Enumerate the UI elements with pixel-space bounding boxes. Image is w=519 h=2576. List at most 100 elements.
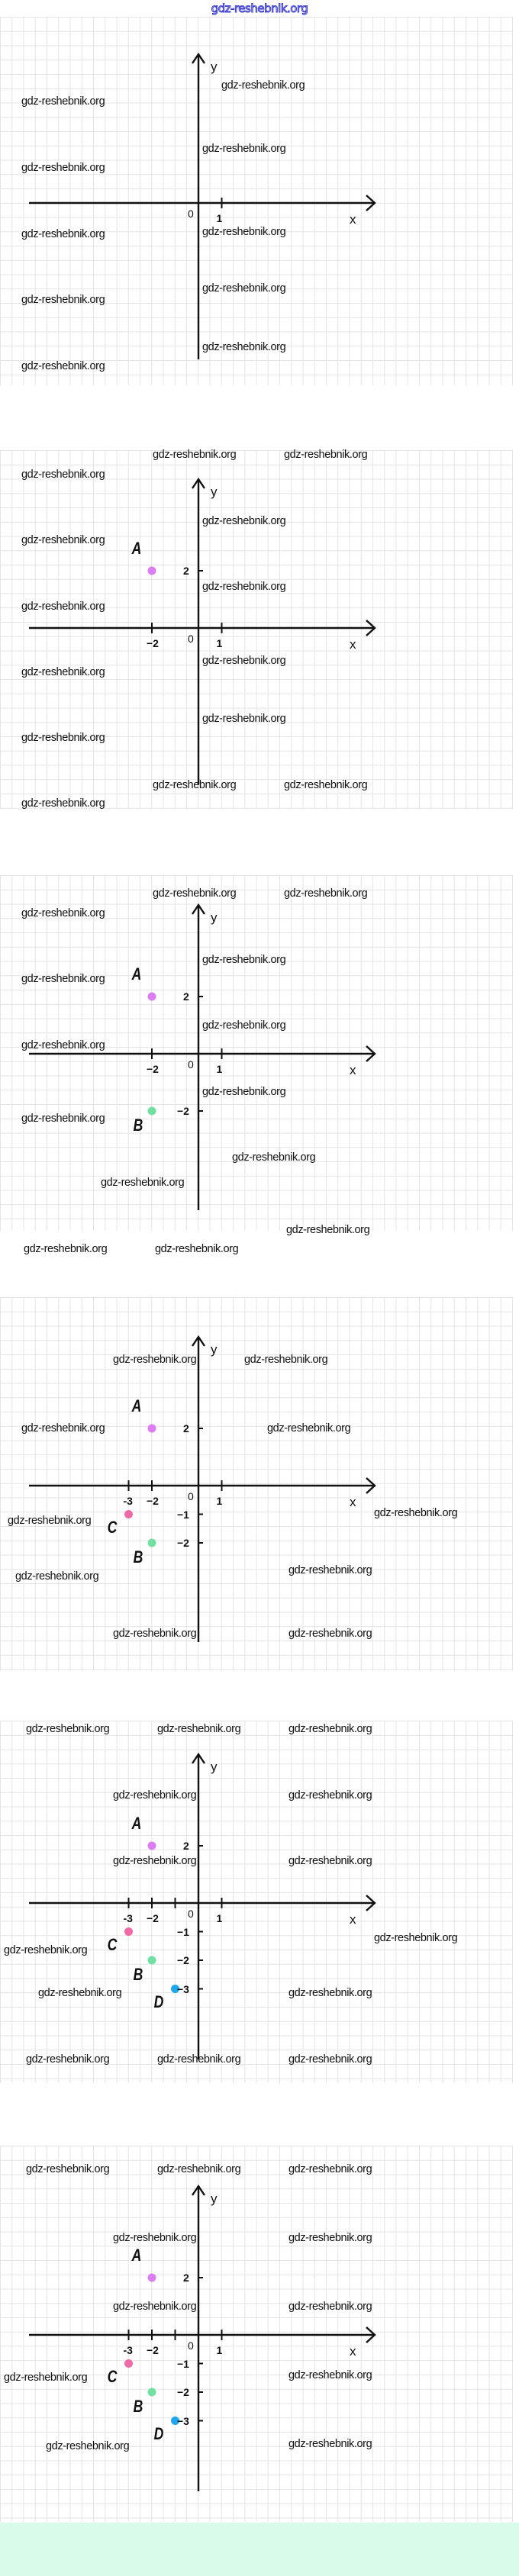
y-axis-label: y xyxy=(211,1760,218,1774)
x-tick-label: 1 xyxy=(216,1063,223,1075)
watermark: gdz-reshebnik.org xyxy=(155,1243,239,1255)
point-label-c: C xyxy=(107,1934,117,1954)
watermark: gdz-reshebnik.org xyxy=(289,2369,372,2381)
x-axis-label: x xyxy=(350,1063,356,1077)
watermark: gdz-reshebnik.org xyxy=(4,1944,88,1956)
watermark: gdz-reshebnik.org xyxy=(101,1177,185,1189)
watermark: gdz-reshebnik.org xyxy=(153,779,237,791)
y-tick-label: −2 xyxy=(177,1105,189,1117)
y-axis-arrow-icon xyxy=(192,2184,205,2196)
point-a xyxy=(147,566,156,575)
point-label-a: A xyxy=(131,2246,142,2265)
grid-panel-4 xyxy=(0,1297,513,1671)
x-tick-label: 1 xyxy=(216,637,223,649)
y-tick-label: 2 xyxy=(183,1422,189,1435)
watermark: gdz-reshebnik.org xyxy=(21,1039,105,1051)
watermark: gdz-reshebnik.org xyxy=(21,469,105,481)
point-label-d: D xyxy=(153,1992,163,2011)
watermark: gdz-reshebnik.org xyxy=(202,143,286,155)
x-axis-arrow-icon xyxy=(366,2326,376,2343)
y-axis-arrow-icon xyxy=(192,903,205,915)
x-tick-label: -3 xyxy=(123,1912,133,1924)
point-c xyxy=(124,2359,133,2368)
watermark: gdz-reshebnik.org xyxy=(289,2053,372,2066)
point-label-b: B xyxy=(133,2397,143,2416)
grid-panel-6 xyxy=(0,2146,513,2522)
watermark: gdz-reshebnik.org xyxy=(8,1515,92,1527)
point-label-a: A xyxy=(131,1814,142,1833)
watermark: gdz-reshebnik.org xyxy=(113,2301,197,2313)
watermark: gdz-reshebnik.org xyxy=(46,2440,130,2452)
watermark: gdz-reshebnik.org xyxy=(202,581,286,593)
watermark: gdz-reshebnik.org xyxy=(374,1507,458,1519)
y-axis-label: y xyxy=(211,60,218,74)
watermark: gdz-reshebnik.org xyxy=(289,1564,372,1576)
y-tick-label: 2 xyxy=(183,565,189,577)
x-axis-arrow-icon xyxy=(366,1045,376,1062)
x-axis-label: x xyxy=(350,637,356,652)
site-title[interactable]: gdz-reshebnik.org xyxy=(211,2,308,16)
x-axis-label: x xyxy=(350,1495,356,1509)
watermark: gdz-reshebnik.org xyxy=(21,360,105,372)
watermark: gdz-reshebnik.org xyxy=(202,1086,286,1098)
point-label-b: B xyxy=(133,1116,143,1135)
y-tick-label: −1 xyxy=(177,1925,189,1938)
watermark: gdz-reshebnik.org xyxy=(113,1789,197,1802)
watermark: gdz-reshebnik.org xyxy=(113,1855,197,1867)
origin-label: 0 xyxy=(188,633,194,645)
point-c xyxy=(124,1510,133,1518)
watermark: gdz-reshebnik.org xyxy=(26,1723,110,1735)
watermark: gdz-reshebnik.org xyxy=(286,1224,370,1236)
watermark: gdz-reshebnik.org xyxy=(289,2438,372,2450)
grid-panel-5 xyxy=(0,1721,513,2083)
x-axis-label: x xyxy=(350,1912,356,1927)
watermark: gdz-reshebnik.org xyxy=(267,1422,351,1435)
watermark: gdz-reshebnik.org xyxy=(21,294,105,306)
point-label-b: B xyxy=(133,1965,143,1984)
watermark: gdz-reshebnik.org xyxy=(113,2232,197,2244)
watermark: gdz-reshebnik.org xyxy=(157,2053,241,2066)
point-label-c: C xyxy=(107,1517,117,1537)
x-tick-label: 1 xyxy=(216,1495,223,1507)
watermark: gdz-reshebnik.org xyxy=(289,2163,372,2175)
watermark: gdz-reshebnik.org xyxy=(221,79,305,92)
watermark: gdz-reshebnik.org xyxy=(289,1723,372,1735)
x-tick-label: -3 xyxy=(123,2344,133,2356)
footer-bar xyxy=(0,2523,519,2576)
x-tick-label: 1 xyxy=(216,2344,223,2356)
grid-panel-1 xyxy=(0,17,513,385)
watermark: gdz-reshebnik.org xyxy=(202,1019,286,1032)
watermark: gdz-reshebnik.org xyxy=(232,1151,316,1164)
watermark: gdz-reshebnik.org xyxy=(202,954,286,966)
watermark: gdz-reshebnik.org xyxy=(24,1243,108,1255)
x-axis-arrow-icon xyxy=(366,1477,376,1494)
origin-label: 0 xyxy=(188,1908,194,1920)
y-axis-label: y xyxy=(211,910,218,925)
point-a xyxy=(147,2273,156,2282)
x-tick-label: 1 xyxy=(216,1912,223,1924)
watermark: gdz-reshebnik.org xyxy=(157,2163,241,2175)
origin-label: 0 xyxy=(188,2339,194,2352)
watermark: gdz-reshebnik.org xyxy=(21,601,105,613)
y-tick-label: 2 xyxy=(183,990,189,1003)
watermark: gdz-reshebnik.org xyxy=(21,907,105,919)
point-b xyxy=(147,1106,156,1116)
watermark: gdz-reshebnik.org xyxy=(289,2301,372,2313)
point-label-d: D xyxy=(153,2423,163,2443)
point-d xyxy=(171,2417,179,2425)
y-axis-label: y xyxy=(211,1342,218,1357)
origin-label: 0 xyxy=(188,1058,194,1071)
y-tick-label: −2 xyxy=(177,2386,189,2398)
y-tick-label: 2 xyxy=(183,2272,189,2284)
x-tick-label: -3 xyxy=(123,1495,133,1507)
watermark: gdz-reshebnik.org xyxy=(38,1987,122,1999)
watermark: gdz-reshebnik.org xyxy=(113,1628,197,1640)
point-a xyxy=(147,1841,156,1850)
watermark: gdz-reshebnik.org xyxy=(289,1855,372,1867)
watermark: gdz-reshebnik.org xyxy=(21,732,105,744)
watermark: gdz-reshebnik.org xyxy=(21,797,105,810)
y-tick-label: −3 xyxy=(177,1982,189,1995)
x-axis-label: x xyxy=(350,2344,356,2359)
watermark: gdz-reshebnik.org xyxy=(289,1789,372,1802)
watermark: gdz-reshebnik.org xyxy=(202,655,286,667)
